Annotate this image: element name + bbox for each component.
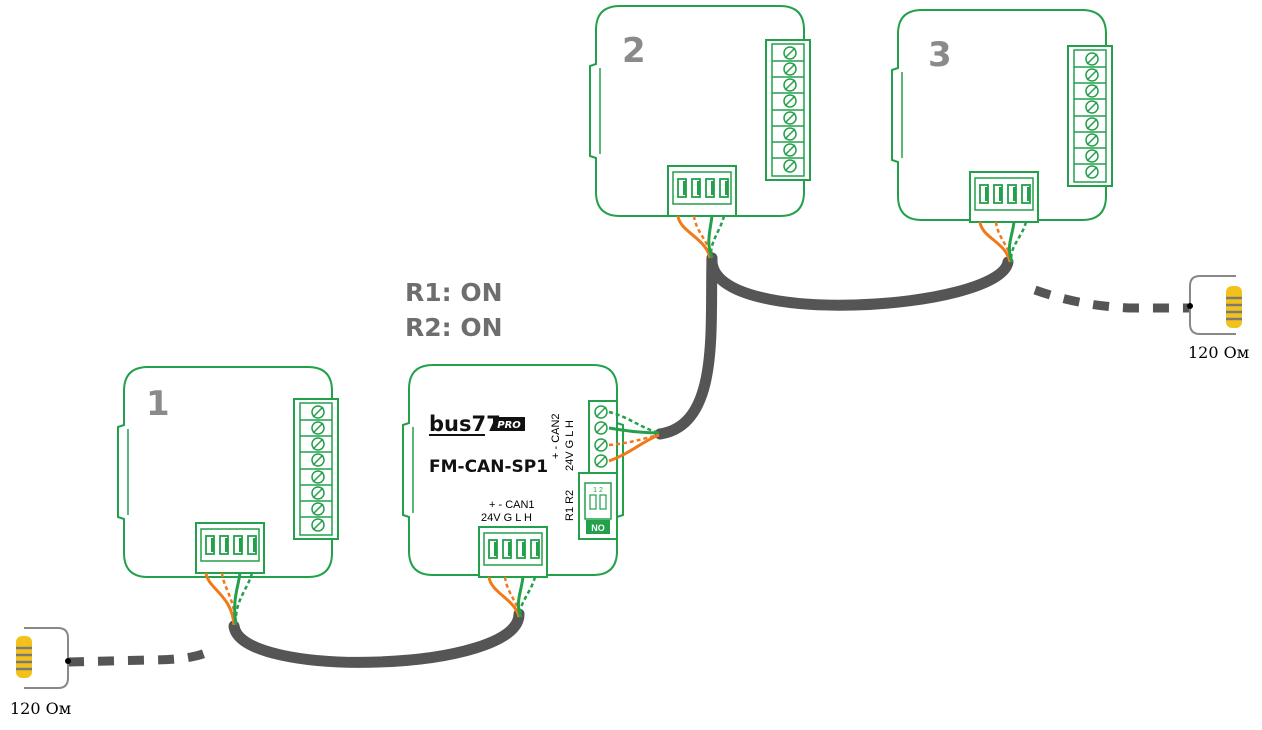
brand-badge: PRO (497, 420, 521, 431)
can1-pins-label: 24V G L H (481, 512, 532, 524)
module-3: 3 (891, 9, 1113, 263)
resistor-left: 120 Ом (10, 627, 71, 718)
can2-pins-label: 24V G L H (564, 420, 576, 471)
module-2: 2 (589, 5, 811, 259)
r1-state: R1: ON (405, 278, 503, 307)
dashed-line-left-terminator (67, 644, 217, 667)
resistor-left-label: 120 Ом (10, 699, 71, 718)
dip-no-label: NO (591, 523, 605, 533)
cable-module1-to-converter (228, 608, 525, 668)
r2-state: R2: ON (405, 313, 503, 342)
module-1-number: 1 (146, 384, 170, 424)
module-3-number: 3 (928, 35, 952, 75)
switch-labels: R1 R2 (564, 490, 576, 521)
termination-dip-switch: NO 1 2 (578, 472, 618, 540)
cable-module2-to-module3 (706, 252, 1014, 311)
resistor-right-label: 120 Ом (1188, 343, 1249, 362)
cable-converter-to-module2 (654, 252, 718, 440)
converter-fm-can-sp1: NO 1 2 bus77 PRO FM-CAN-SP1 + - CAN1 24V… (402, 364, 660, 618)
dashed-line-right-terminator (1033, 285, 1190, 313)
module-1: 1 (117, 366, 339, 626)
resistor-right: 120 Ом (1187, 275, 1249, 362)
dip-numbers: 1 2 (593, 487, 603, 494)
module-2-number: 2 (622, 31, 646, 71)
can1-polarity-label: + - CAN1 (489, 499, 535, 511)
brand-logo: bus77 (429, 412, 501, 436)
can2-polarity-label: + - CAN2 (550, 413, 562, 459)
model-name: FM-CAN-SP1 (429, 457, 548, 477)
